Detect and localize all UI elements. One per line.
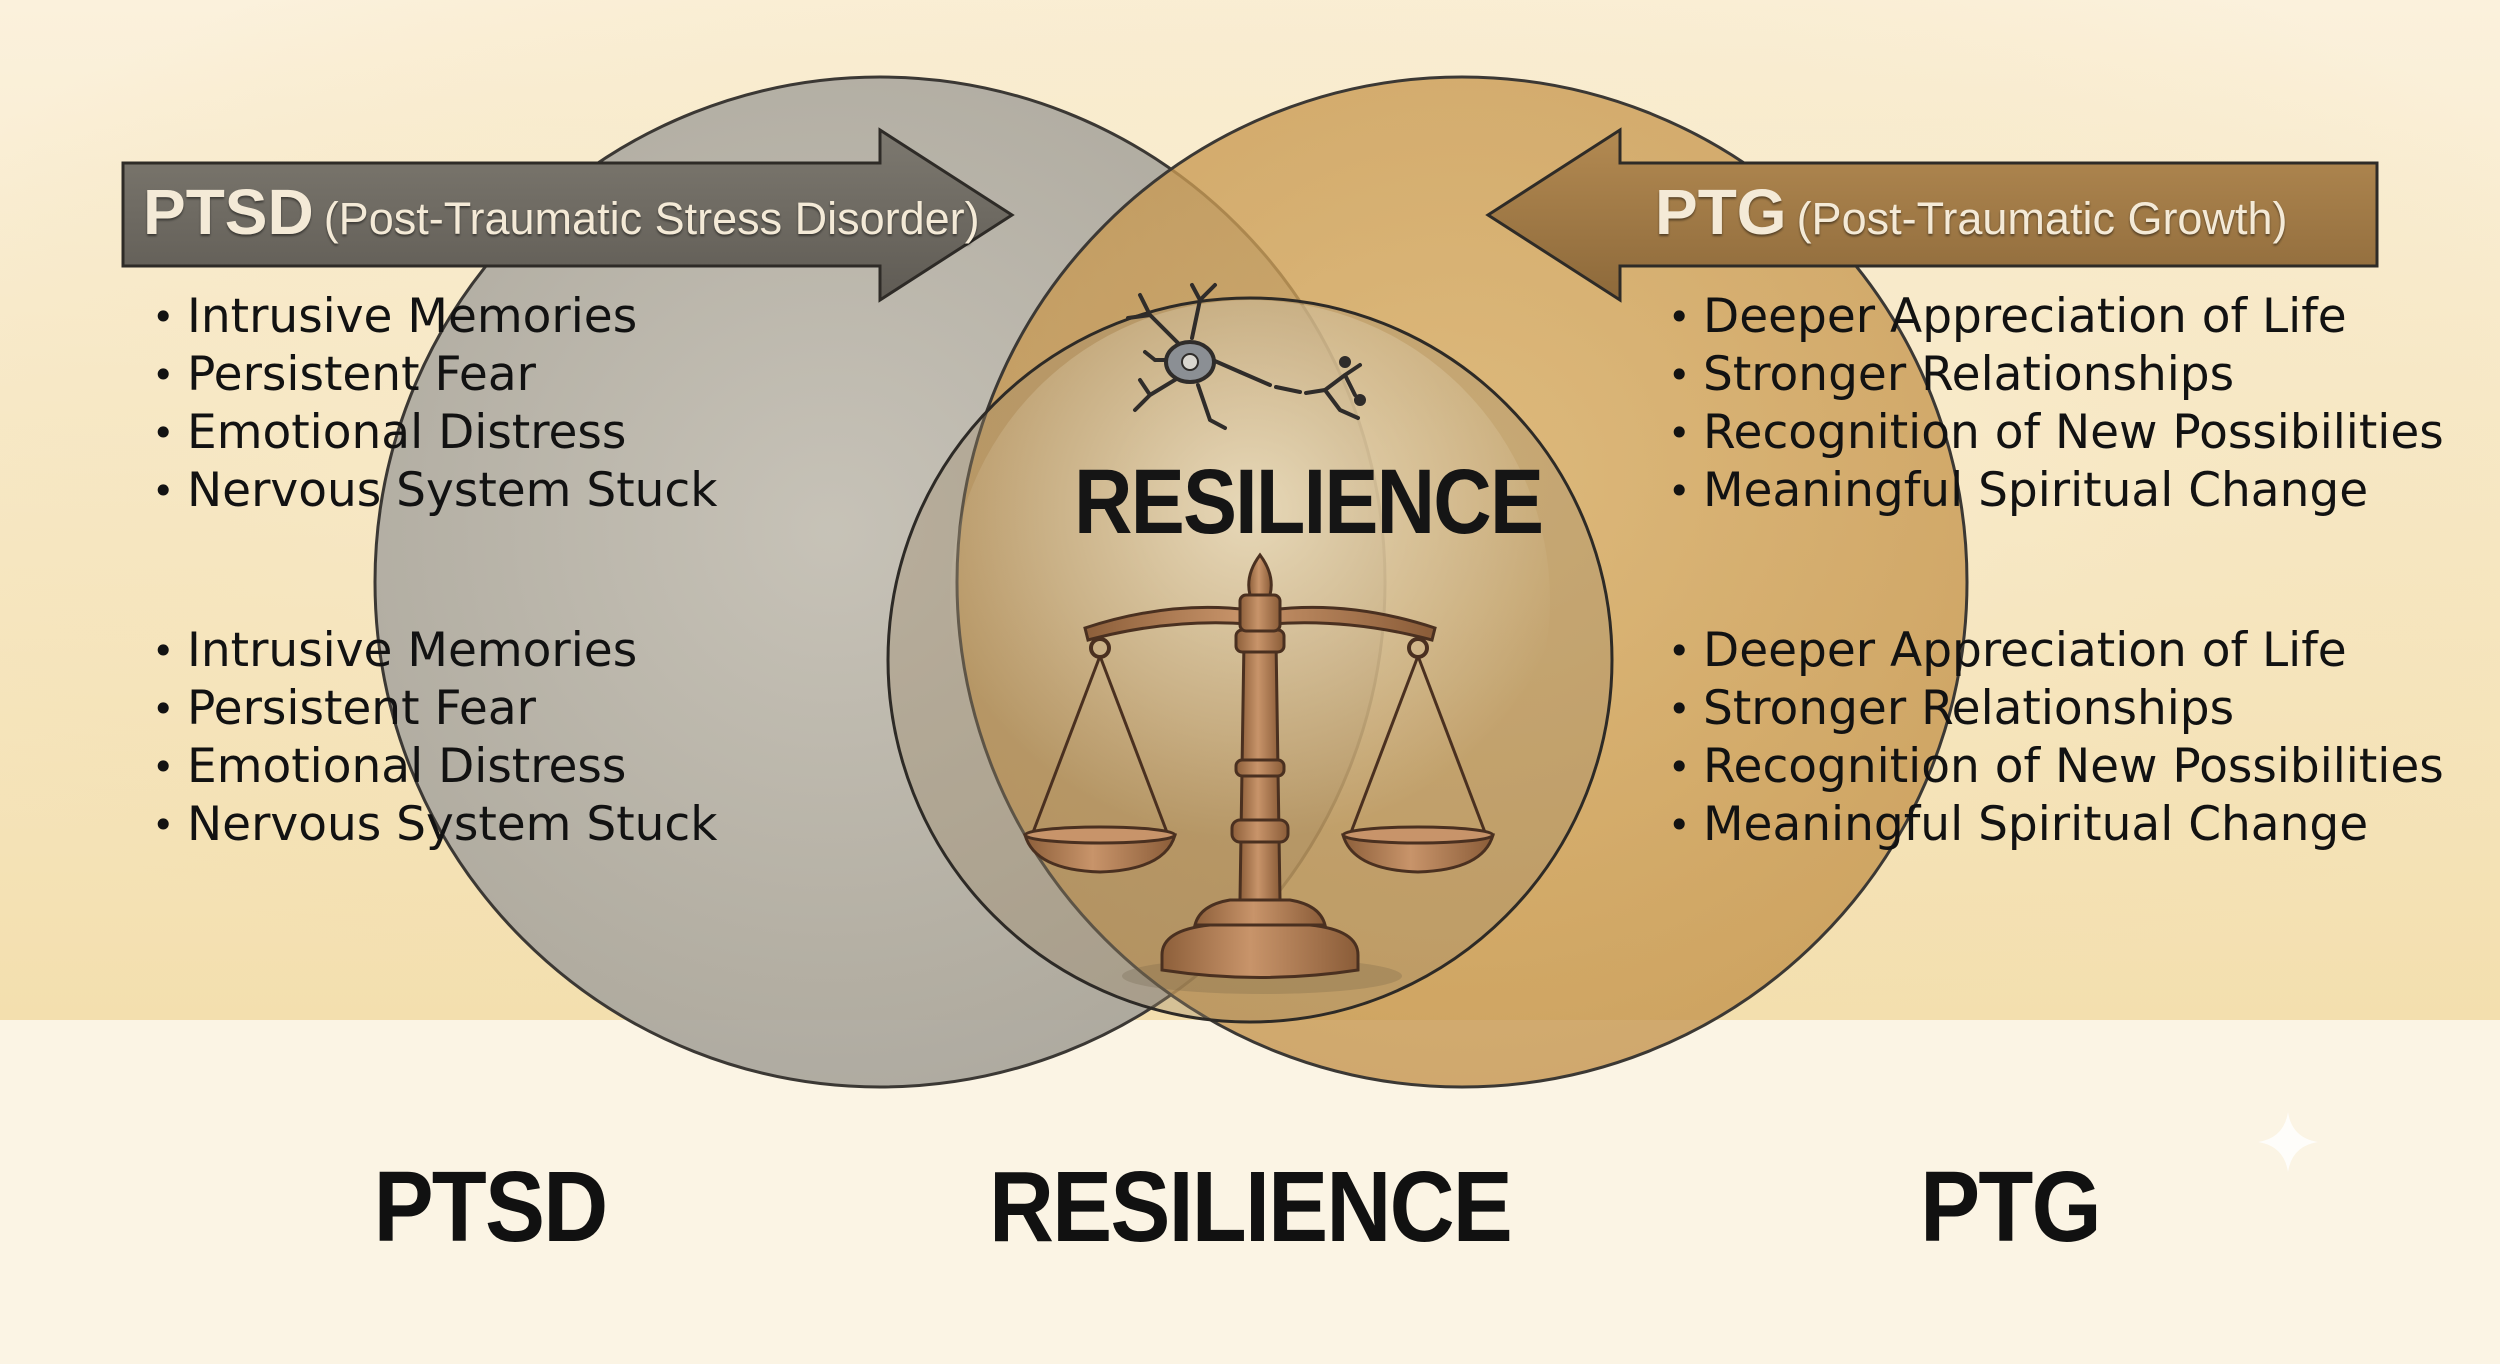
ptg-growth-list-lower: Deeper Appreciation of Life Stronger Rel… xyxy=(1668,622,2444,854)
list-item: Stronger Relationships xyxy=(1668,346,2444,404)
balance-scale-icon xyxy=(1023,552,1495,994)
resilience-title: RESILIENCE xyxy=(1074,451,1544,553)
list-item: Nervous System Stuck xyxy=(152,796,718,854)
ptg-full-name: (Post-Traumatic Growth) xyxy=(1796,193,2288,244)
list-item: Recognition of New Possibilities xyxy=(1668,738,2444,796)
footer-label-resilience: RESILIENCE xyxy=(988,1151,1513,1263)
list-item: Deeper Appreciation of Life xyxy=(1668,288,2444,346)
ptg-growth-list-upper: Deeper Appreciation of Life Stronger Rel… xyxy=(1668,288,2444,520)
ptsd-full-name: (Post-Traumatic Stress Disorder) xyxy=(323,193,980,244)
ptsd-banner-label: PTSD(Post-Traumatic Stress Disorder) xyxy=(143,175,980,249)
neuron-icon xyxy=(1126,283,1366,430)
footer-label-ptg: PTG xyxy=(1920,1151,2101,1263)
list-item: Stronger Relationships xyxy=(1668,680,2444,738)
list-item: Persistent Fear xyxy=(152,680,718,738)
list-item: Meaningful Spiritual Change xyxy=(1668,462,2444,520)
list-item: Deeper Appreciation of Life xyxy=(1668,622,2444,680)
ptsd-symptom-list-upper: Intrusive Memories Persistent Fear Emoti… xyxy=(152,288,718,520)
list-item: Intrusive Memories xyxy=(152,288,718,346)
list-item: Persistent Fear xyxy=(152,346,718,404)
list-item: Emotional Distress xyxy=(152,738,718,796)
list-item: Recognition of New Possibilities xyxy=(1668,404,2444,462)
ptsd-abbreviation: PTSD xyxy=(143,176,314,248)
list-item: Emotional Distress xyxy=(152,404,718,462)
ptg-abbreviation: PTG xyxy=(1655,176,1787,248)
ptsd-symptom-list-lower: Intrusive Memories Persistent Fear Emoti… xyxy=(152,622,718,854)
sparkle-icon xyxy=(2258,1112,2318,1172)
footer-label-ptsd: PTSD xyxy=(373,1151,609,1263)
ptsd-banner-arrow xyxy=(121,127,1015,303)
list-item: Nervous System Stuck xyxy=(152,462,718,520)
list-item: Intrusive Memories xyxy=(152,622,718,680)
ptg-banner-arrow xyxy=(1485,127,2379,303)
ptg-banner-label: PTG(Post-Traumatic Growth) xyxy=(1655,175,2287,249)
background-lower xyxy=(0,1020,2500,1364)
list-item: Meaningful Spiritual Change xyxy=(1668,796,2444,854)
